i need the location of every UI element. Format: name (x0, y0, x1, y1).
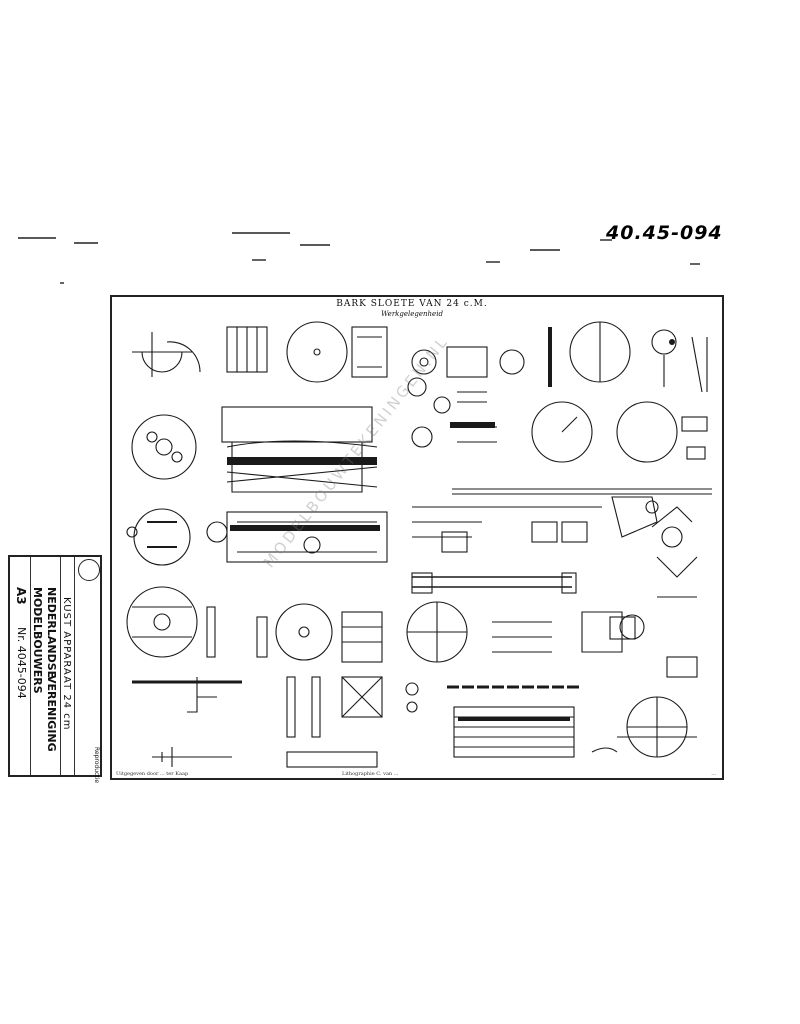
sheet-footer-right: ... (711, 771, 716, 777)
title-block-org-3: MODELBOUWERS (31, 587, 44, 694)
title-block-drawing-title: KUST APPARAAT 24 cm (61, 597, 72, 731)
drawing-sheet: BARK SLOETE VAN 24 c.M. Werkgelegenheid … (110, 295, 724, 780)
scan-marks (18, 232, 700, 284)
title-block: Reproductie KUST APPARAAT 24 cm NEDERLAN… (8, 555, 102, 783)
sheet-subtitle: Werkgelegenheid (381, 310, 443, 318)
sheet-footer-center: Lithographie C. van ... (342, 771, 399, 777)
sheet-title: BARK SLOETE VAN 24 c.M. (336, 299, 488, 309)
archive-number-handwritten: 40.45-094 (606, 222, 723, 244)
nvm-logo-icon (78, 559, 100, 581)
title-block-org-1: NEDERLANDSE (45, 587, 58, 679)
title-block-number: Nr. 4045-094 (15, 627, 28, 699)
title-block-org-2: VERENIGING (45, 675, 58, 752)
title-block-label: Reproductie (93, 747, 100, 784)
technical-drawing (126, 321, 712, 768)
title-block-size: A3 (14, 587, 28, 605)
sheet-footer-left: Uitgegeven door ... ter Kaap (116, 771, 189, 777)
